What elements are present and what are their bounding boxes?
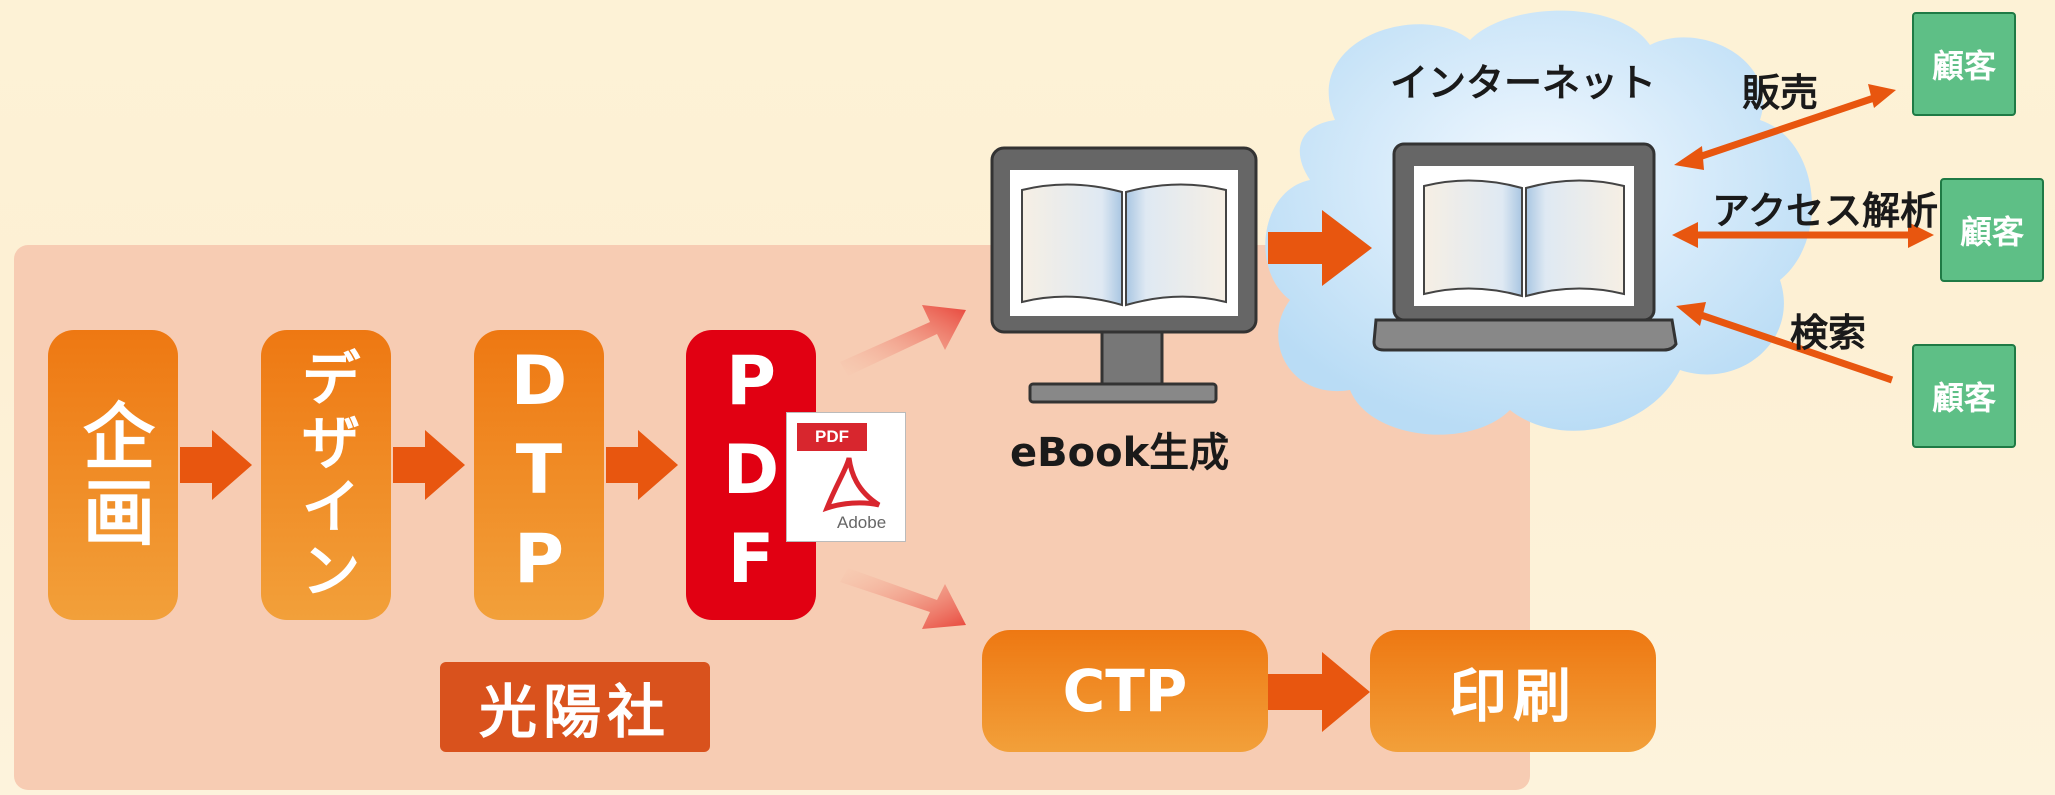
- ebook-monitor-icon: [990, 146, 1258, 404]
- ebook-caption: eBook生成: [1010, 430, 1230, 476]
- step-arrows: [180, 430, 678, 500]
- acrobat-logo-icon: [822, 457, 881, 513]
- sales-label: 販売: [1742, 71, 1819, 115]
- internet-label: インターネット: [1390, 61, 1657, 105]
- arrow-design-to-dtp: [393, 430, 465, 500]
- company-badge: 光陽社: [440, 662, 710, 752]
- customer-box-sales: 顧客: [1912, 12, 2016, 116]
- pdf-file-icon: PDF Adobe: [786, 412, 906, 542]
- step-planning-label: 企画: [70, 399, 155, 551]
- arrow-pdf-to-ctp: [840, 568, 966, 629]
- step-planning: 企画: [48, 330, 178, 620]
- step-design: デザイン: [261, 330, 391, 620]
- branch-arrows: [840, 305, 966, 629]
- pdf-brand-label: Adobe: [837, 513, 887, 532]
- arrow-pdf-to-ebook: [840, 305, 966, 376]
- step-design-label: デザイン: [290, 347, 361, 603]
- ctp-box: CTP: [982, 630, 1268, 752]
- arrow-dtp-to-pdf: [606, 430, 678, 500]
- arrow-sales: [1688, 92, 1882, 164]
- search-label: 検索: [1790, 311, 1867, 355]
- pdf-tab-label: PDF: [797, 423, 867, 451]
- customer-box-search: 顧客: [1912, 344, 2016, 448]
- arrow-ebook-to-internet: [1268, 210, 1372, 286]
- analytics-label: アクセス解析: [1712, 189, 1939, 233]
- arrow-plan-to-design: [180, 430, 252, 500]
- step-pdf: PDF: [686, 330, 816, 620]
- customer-arrows: [1672, 84, 1934, 384]
- step-dtp: DTP: [474, 330, 604, 620]
- customer-box-analytics: 顧客: [1940, 178, 2044, 282]
- internet-laptop-icon: [1372, 142, 1678, 352]
- printing-box: 印刷: [1370, 630, 1656, 752]
- step-dtp-label: DTP: [499, 341, 579, 609]
- step-pdf-label: PDF: [711, 341, 791, 609]
- arrow-search: [1690, 308, 1894, 384]
- arrow-ctp-to-printing: [1268, 652, 1370, 732]
